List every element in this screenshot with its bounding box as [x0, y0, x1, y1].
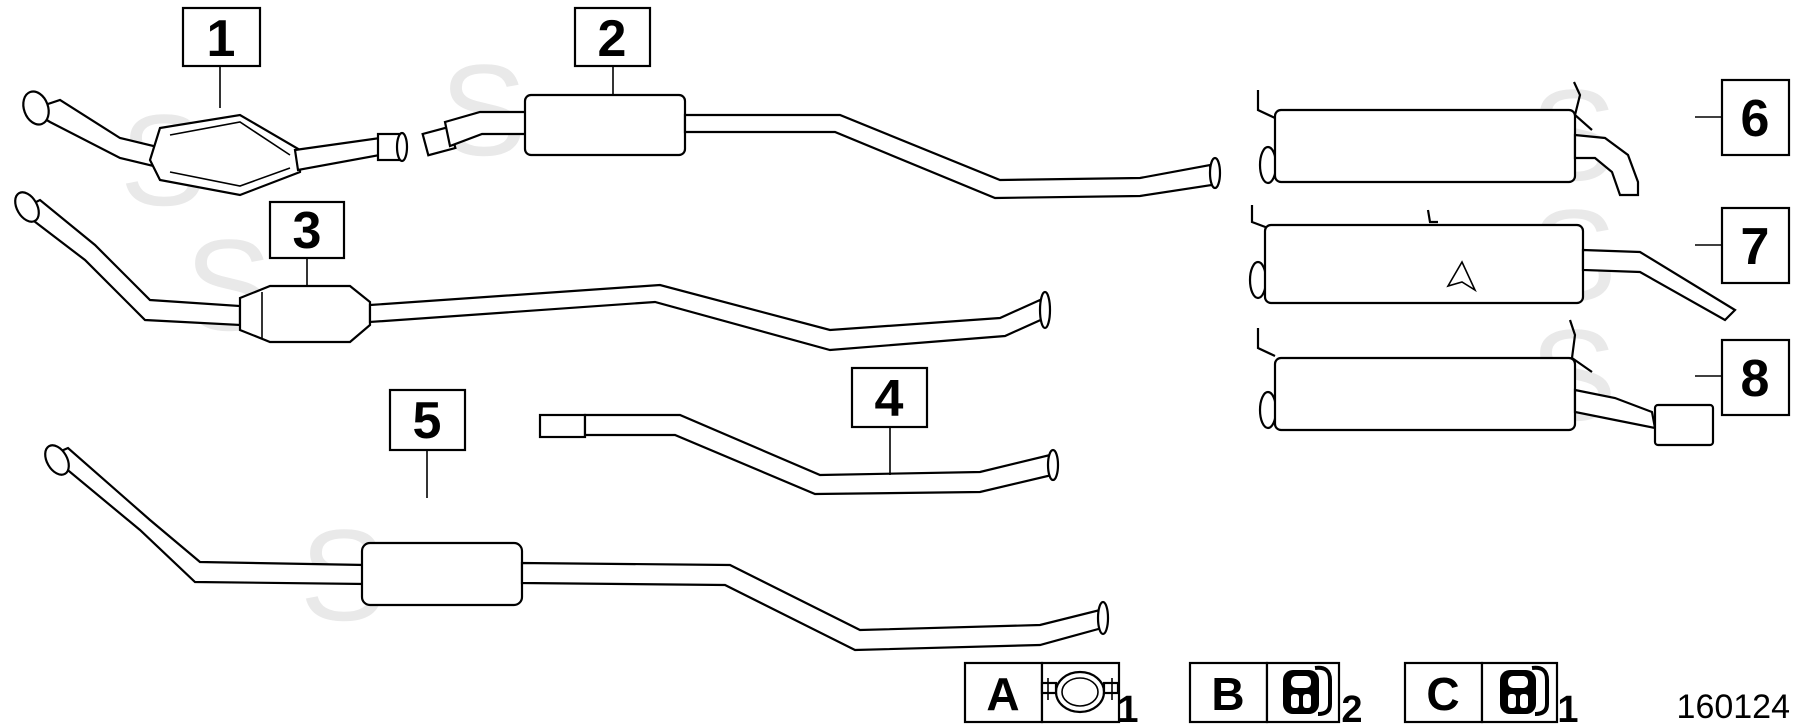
exhaust-clamp-icon — [1040, 670, 1120, 714]
rubber-hanger-icon — [1500, 665, 1549, 716]
legend-letter: C — [1426, 668, 1459, 720]
callout-label: 1 — [207, 10, 236, 68]
legend-letter: A — [986, 668, 1019, 720]
part-4-intermediate-pipe[interactable] — [538, 413, 1060, 496]
legend-letter: B — [1211, 668, 1244, 720]
watermark: S — [440, 37, 527, 183]
diagram-reference-number: 160124 — [1677, 688, 1790, 726]
legend-item-a[interactable]: A 1 — [963, 661, 1139, 727]
part-1-front-pipe-catalyst[interactable] — [19, 88, 409, 197]
callout-label: 5 — [413, 392, 442, 450]
callout-1[interactable]: 1 — [181, 6, 262, 68]
callout-label: 4 — [875, 370, 904, 428]
part-3-front-pipe-catalyst-long[interactable] — [10, 188, 1052, 352]
legend-item-b[interactable]: B 2 — [1188, 661, 1363, 727]
part-2-intermediate-pipe[interactable] — [421, 93, 1222, 200]
callout-label: 8 — [1741, 350, 1770, 408]
leader-lines — [219, 66, 1722, 498]
part-7-rear-silencer-angled[interactable] — [1248, 205, 1737, 322]
callout-5[interactable]: 5 — [388, 388, 467, 452]
callout-7[interactable]: 7 — [1720, 206, 1791, 285]
callout-label: 3 — [293, 202, 322, 260]
callout-label: 6 — [1741, 90, 1770, 148]
callout-4[interactable]: 4 — [850, 366, 929, 429]
legend-item-c[interactable]: C 1 — [1403, 661, 1579, 727]
part-6-rear-silencer[interactable] — [1256, 81, 1640, 197]
callout-8[interactable]: 8 — [1720, 338, 1791, 417]
callout-label: 2 — [598, 10, 627, 68]
callout-3[interactable]: 3 — [268, 200, 346, 260]
legend-qty: 1 — [1557, 689, 1578, 727]
rubber-hanger-icon — [1283, 665, 1332, 716]
legend-qty: 1 — [1117, 689, 1138, 727]
callout-2[interactable]: 2 — [573, 6, 652, 68]
part-5-complete-pipe-silencer[interactable] — [40, 441, 1110, 652]
callout-6[interactable]: 6 — [1720, 78, 1791, 157]
part-8-rear-silencer-tailpipe[interactable] — [1256, 319, 1715, 447]
callout-label: 7 — [1741, 218, 1770, 276]
legend-qty: 2 — [1341, 689, 1362, 727]
